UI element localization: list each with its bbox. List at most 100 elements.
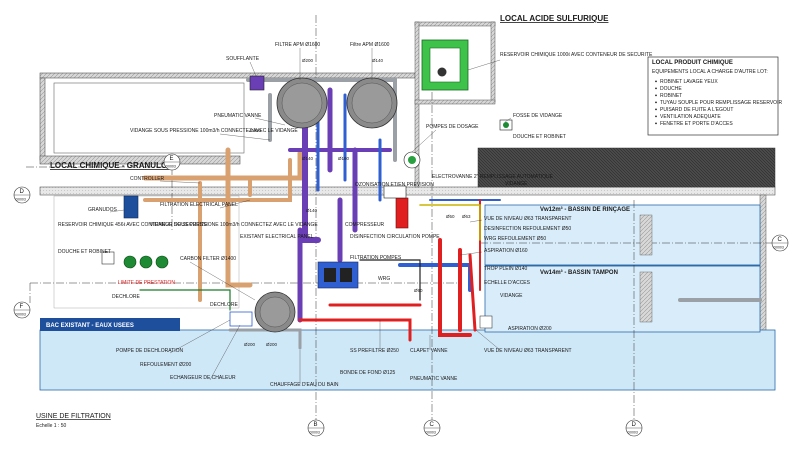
label-disinfection: DISINFECTION CIRCULATION POMPE <box>350 234 440 240</box>
legend-item: VENTILATION ADEQUATE <box>660 114 721 120</box>
legend-bullet <box>655 87 657 90</box>
label-filter-a: FILTRE APM Ø1600 <box>275 42 320 48</box>
label-pneumatic-valve: PNEUMATIC VANNE <box>214 113 262 119</box>
svg-text:D0003: D0003 <box>16 198 26 202</box>
label-blower: SOUFFLANTE <box>226 56 260 62</box>
legend-bullet <box>655 101 657 104</box>
svg-text:D: D <box>20 189 25 195</box>
label-check-valve: CLAPET VANNE <box>410 348 448 354</box>
leader-lines <box>109 48 512 384</box>
tag-d160: Ø160 <box>338 156 350 161</box>
room-title-buffer: Vw14m³ - BASSIN TAMPON <box>540 269 618 276</box>
label-ozone: OZONISATION ET/EN PREVISION <box>355 182 434 188</box>
drawing-title: USINE DE FILTRATION <box>36 413 111 420</box>
pipe-diameter-tags: Ø200 Ø140 Ø250 Ø140 Ø160 Ø140 Ø50 Ø63 Ø2… <box>244 58 471 347</box>
granudos-unit <box>123 195 139 219</box>
svg-text:D0003: D0003 <box>166 165 176 169</box>
svg-text:B: B <box>314 422 318 428</box>
label-pneumatic-valve-2: PNEUMATIC VANNE <box>410 376 458 382</box>
label-wrg-ref: WRG REFOULEMENT Ø50 <box>484 236 546 242</box>
room-title-rinse: Vw12m³ - BASSIN DE RINÇAGE <box>540 206 630 213</box>
label-dechlore-1: DECHLORE <box>112 294 140 300</box>
drawing-scale: Echelle 1 : 50 <box>36 423 67 429</box>
tag-d200: Ø200 <box>302 58 314 63</box>
svg-text:D0003: D0003 <box>774 246 784 250</box>
pipe-purple <box>302 87 321 243</box>
label-drain-top: VIDANGE <box>505 181 528 187</box>
legend-title: LOCAL PRODUIT CHIMIQUE <box>652 60 733 66</box>
legend-item: FENETRE ET PORTE D'ACCES <box>660 121 733 127</box>
grid-bubble-d-left: D D0003 <box>13 186 31 204</box>
pipe-green <box>139 289 231 311</box>
label-heat-exchanger: ECHANGEUR DE CHALEUR <box>170 375 236 381</box>
water-areas <box>39 204 776 391</box>
label-filt-pumps: FILTRATION POMPES <box>350 255 402 261</box>
room-title-existing: BAC EXISTANT - EAUX USEES <box>46 323 134 329</box>
equipment <box>101 39 653 333</box>
label-prefilter: SS PREFILTRE Ø250 <box>350 348 399 354</box>
rinse-basin <box>484 204 761 266</box>
legend-bullet <box>655 115 657 118</box>
tag-d200: Ø200 <box>244 342 256 347</box>
heat-exchanger <box>229 311 253 327</box>
grid-bubble-c-bottom: C D0003 <box>423 419 441 437</box>
legend-item: ROBINET LAVAGE YEUX <box>660 79 718 85</box>
grid-bubble-e: E D0003 <box>163 153 181 171</box>
pipe-gray <box>228 328 302 350</box>
svg-text:E: E <box>170 156 174 162</box>
tag-d50: Ø50 <box>446 214 455 219</box>
label-acid-tank: RESERVOIR CHIMIQUE 1000ℓ AVEC CONTENEUR … <box>500 52 653 58</box>
tag-d200: Ø200 <box>266 342 278 347</box>
existing-tank <box>40 318 180 331</box>
label-aspiration-2: ASPIRATION Ø200 <box>508 326 552 332</box>
chem-tank-small <box>155 255 169 269</box>
label-existing-panel: EXISTANT ELECTRICAL PANEL <box>240 234 314 240</box>
label-dosing: POMPES DE DOSAGE <box>426 124 479 130</box>
label-shower-left: DOUCHE ET ROBINET <box>58 249 111 255</box>
pipe-yellow <box>419 204 481 241</box>
label-filt-panel: FILTRATION ELECTRICAL PANEL <box>160 202 238 208</box>
label-granudos: GRANUDOS <box>88 207 118 213</box>
label-level-1: VUE DE NIVEAU Ø63 TRANSPARENT <box>484 216 572 222</box>
equipment-labels: FILTRE APM Ø1600 Filtre APM Ø1600 SOUFFL… <box>58 42 653 388</box>
label-bottom-drain: BONDE DE FOND Ø125 <box>340 370 396 376</box>
tag-d140: Ø140 <box>306 208 318 213</box>
label-chem-res-456: RESERVOIR CHIMIQUE 456ℓ AVEC CONTENEUR D… <box>58 222 208 228</box>
label-wrg: WRG <box>378 276 390 282</box>
label-overflow: TROP PLEIN Ø140 <box>484 266 527 272</box>
label-carbon: CARBON FILTER Ø1400 <box>180 256 236 262</box>
grid-bubble-b: B D0003 <box>307 419 325 437</box>
label-drain-pit: FOSSE DE VIDANGE <box>513 113 563 119</box>
svg-text:D0003: D0003 <box>426 431 436 435</box>
label-shower-right: DOUCHE ET ROBINET <box>513 134 566 140</box>
legend-item: TUYAU SOUPLE POUR REMPLISSAGE RESERVOIR <box>660 100 782 106</box>
pipe-orange <box>225 147 253 288</box>
tag-d90: Ø90 <box>414 288 423 293</box>
tag-d140: Ø140 <box>302 156 314 161</box>
svg-text:D0003: D0003 <box>310 431 320 435</box>
blower <box>249 75 265 91</box>
tag-d250: Ø250 <box>250 128 262 133</box>
pool-basin <box>39 329 776 391</box>
grid-bubble-d-bottom: D D0003 <box>625 419 643 437</box>
legend-bullet <box>655 108 657 111</box>
pipe-orange <box>142 150 303 181</box>
svg-text:F: F <box>20 304 24 310</box>
svg-text:C: C <box>778 237 783 243</box>
label-level-2: VUE DE NIVEAU Ø63 TRANSPARENT <box>484 348 572 354</box>
svg-text:D0003: D0003 <box>16 313 26 317</box>
ozone-unit <box>395 197 409 229</box>
grid-bubble-c-right: C D0003 <box>771 234 789 252</box>
pipe-red <box>438 238 472 337</box>
tag-d63: Ø63 <box>462 214 471 219</box>
svg-text:D: D <box>632 422 637 428</box>
label-dechlore-2: DECHLORE <box>210 302 238 308</box>
equipment-legend-box: LOCAL PRODUIT CHIMIQUE EQUIPEMENTS LOCAL… <box>647 56 782 136</box>
label-electrovalve: ELECTROVANNE 2" REMPLISSAGE AUTOMATIQUE <box>432 174 554 180</box>
legend-bullet <box>655 94 657 97</box>
legend-item: DOUCHE <box>660 86 682 92</box>
legend-bullet <box>655 122 657 125</box>
room-title-chem: LOCAL CHIMIQUE - GRANULOS <box>50 161 173 170</box>
